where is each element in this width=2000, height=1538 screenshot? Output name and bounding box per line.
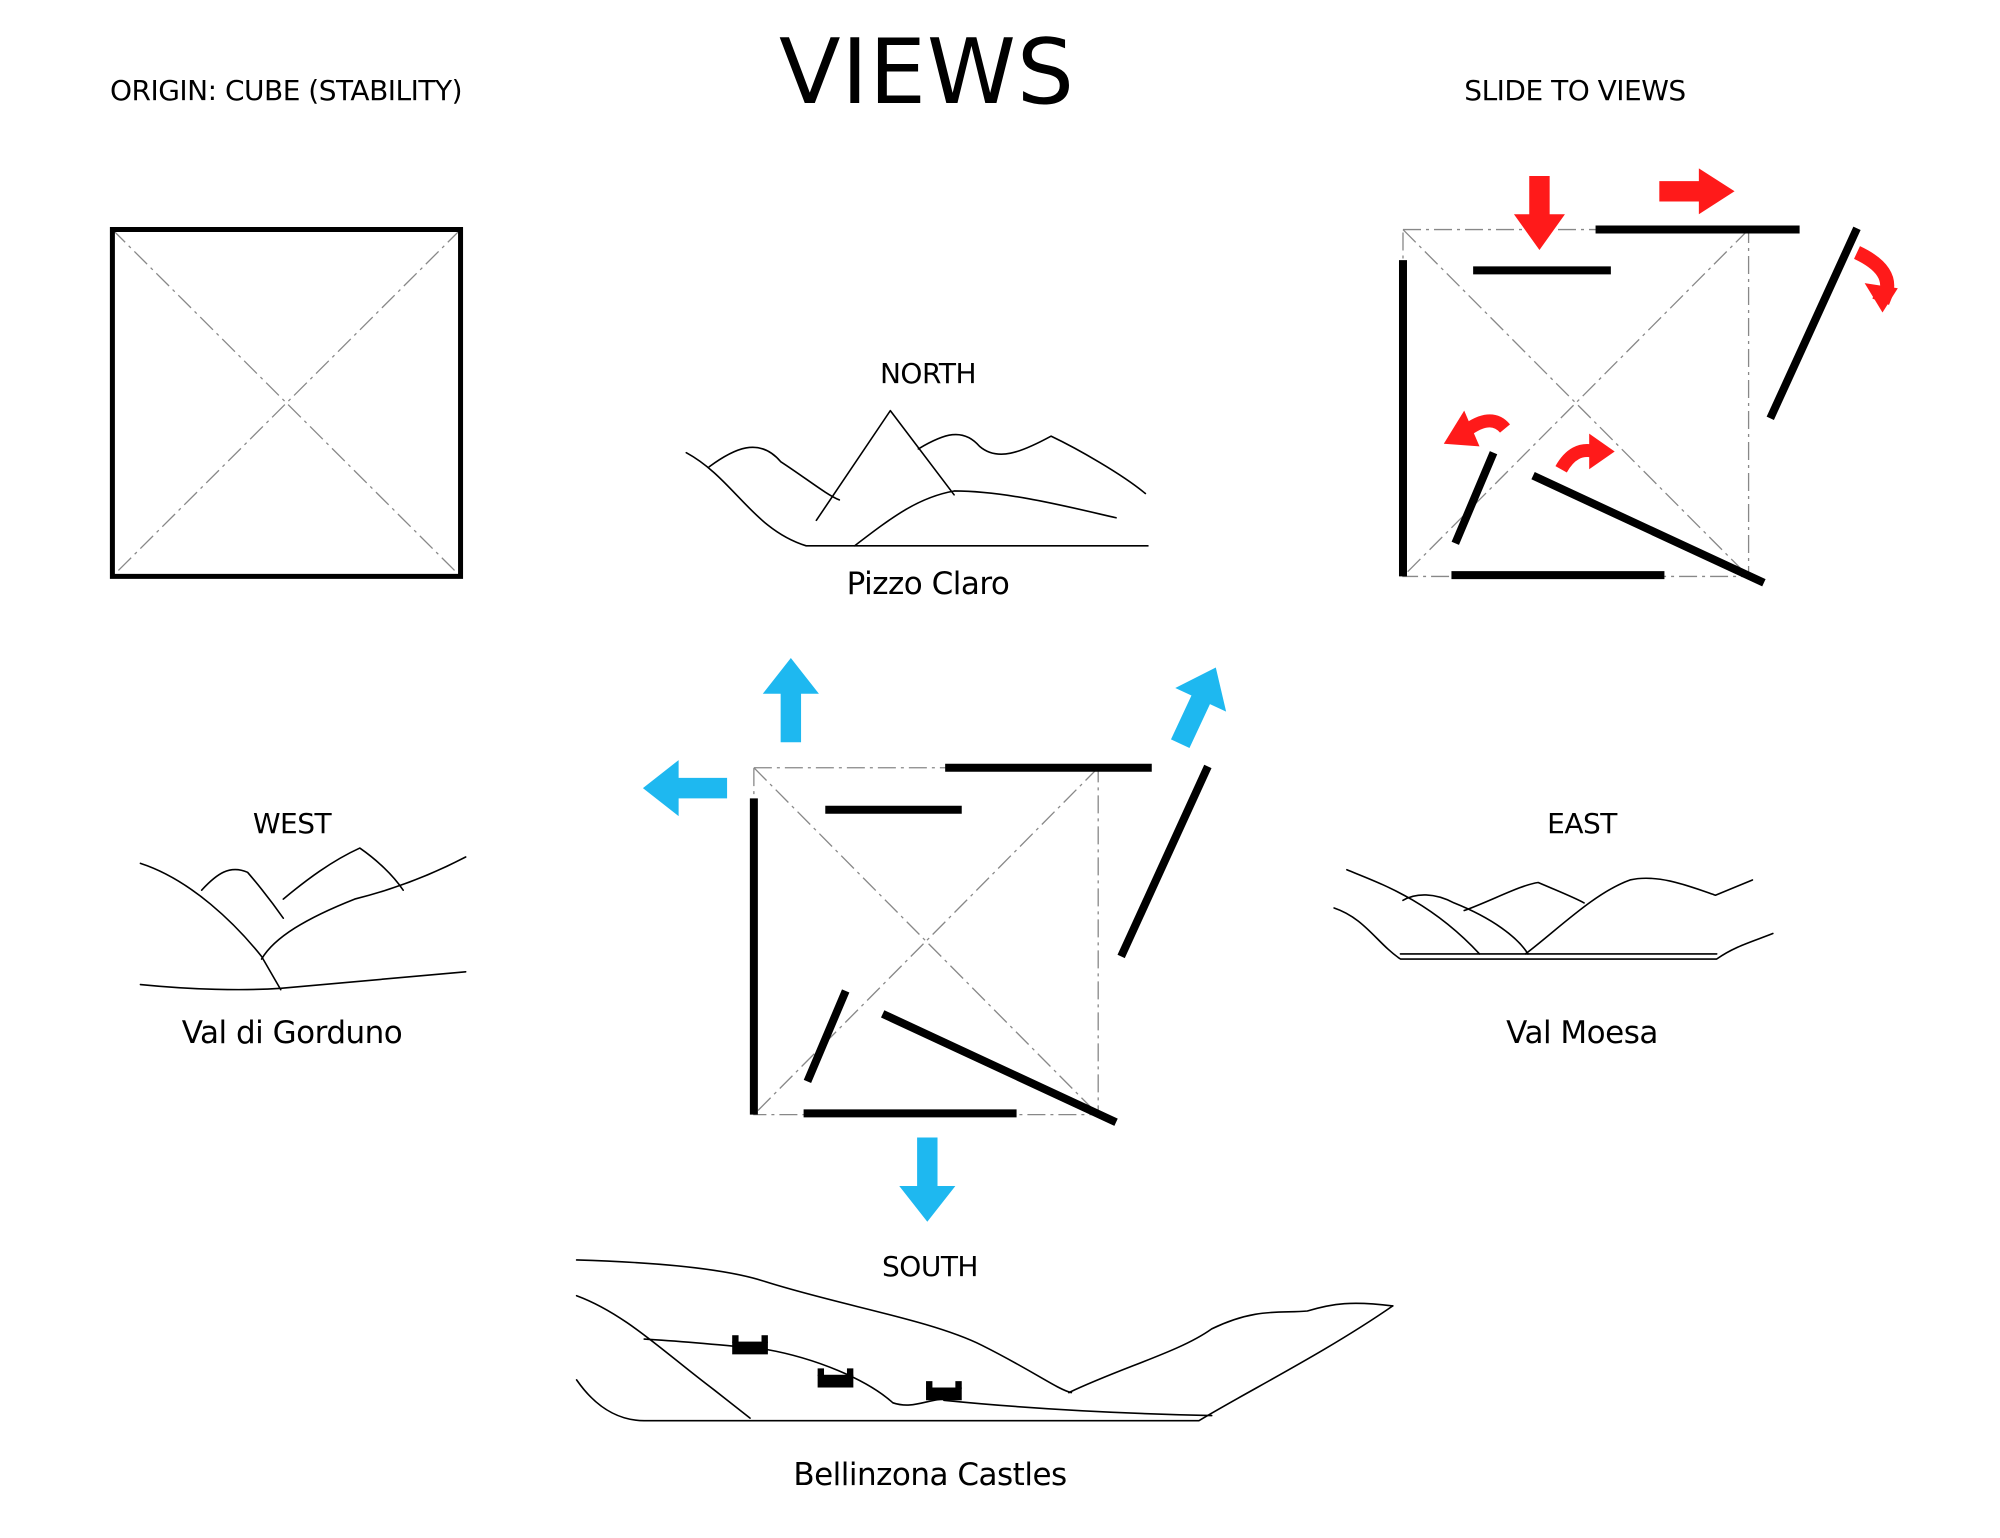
view-arrow-northeast-icon [1154, 655, 1242, 756]
view-arrow-south-icon [899, 1137, 956, 1222]
slide-arrow-rotate-up-icon [1561, 433, 1615, 470]
castle-icon [732, 1335, 768, 1355]
center-plan [642, 655, 1242, 1222]
south-place-label: Bellinzona Castles [793, 1457, 1067, 1493]
view-arrow-north-icon [762, 658, 819, 743]
origin-cube [112, 230, 460, 577]
east-place-label: Val Moesa [1506, 1015, 1658, 1051]
west-place-label: Val di Gorduno [181, 1015, 403, 1051]
slide-plan [1403, 168, 1898, 582]
east-sketch [1334, 870, 1773, 959]
slide-arrow-rotate-ccw-icon [1443, 410, 1505, 447]
origin-label: ORIGIN: CUBE (STABILITY) [109, 74, 463, 107]
south-sketch [577, 1260, 1393, 1421]
west-direction-label: WEST [252, 807, 332, 840]
slide-arrow-rotate-cw-icon [1857, 253, 1898, 313]
slide-arrow-down-icon [1513, 175, 1565, 250]
west-sketch [140, 848, 465, 990]
east-direction-label: EAST [1547, 807, 1617, 840]
castle-icon [926, 1381, 962, 1401]
view-arrow-west-icon [642, 760, 728, 817]
slide-label: SLIDE TO VIEWS [1464, 74, 1686, 107]
north-sketch [686, 411, 1148, 546]
castle-icon [817, 1368, 854, 1388]
south-direction-label: SOUTH [882, 1250, 978, 1283]
north-place-label: Pizzo Claro [846, 566, 1010, 602]
north-direction-label: NORTH [879, 357, 977, 390]
slide-arrow-right-icon [1659, 168, 1735, 215]
page-title: VIEWS [778, 20, 1076, 125]
